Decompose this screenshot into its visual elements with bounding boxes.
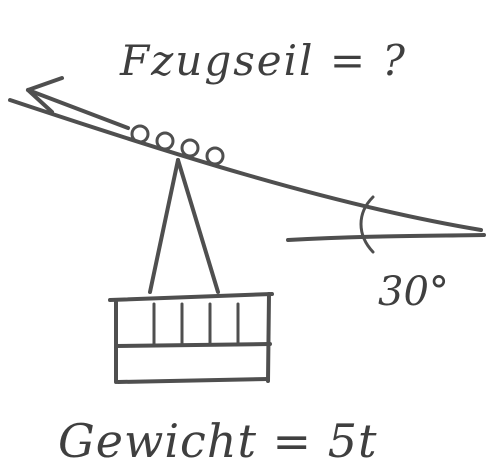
angle-label: 30° (378, 269, 449, 315)
pulley-icon (130, 124, 225, 166)
angle-arc-icon (359, 195, 375, 254)
gondola-icon (108, 292, 274, 384)
horizontal-reference-line (286, 233, 486, 242)
cable-rope (8, 98, 483, 232)
weight-label: Gewicht = 5t (58, 414, 377, 468)
rope-force-label: Fzugseil = ? (119, 36, 407, 85)
arrow-left-icon (26, 76, 130, 130)
hanger-arm (148, 158, 220, 294)
